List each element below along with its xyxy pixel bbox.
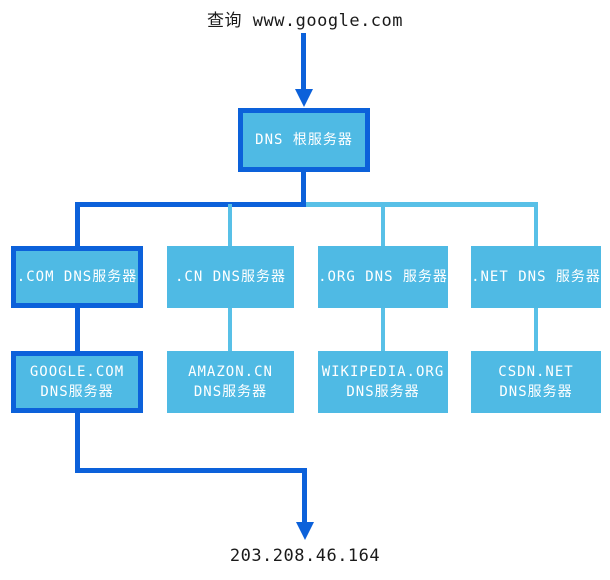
edge-com-to-googlecom xyxy=(75,308,80,351)
edge-result-down xyxy=(302,468,307,523)
edge-net-to-csdnnet xyxy=(534,308,538,351)
node-label-line1: AMAZON.CN xyxy=(188,364,273,380)
node-cn-dns-server: .CN DNS服务器 xyxy=(167,246,294,308)
node-dns-root-server: DNS 根服务器 xyxy=(238,108,370,172)
node-amazoncn-dns-server: AMAZON.CN DNS服务器 xyxy=(167,351,294,413)
node-label-line2: DNS服务器 xyxy=(499,384,573,400)
node-googlecom-dns-server: GOOGLE.COM DNS服务器 xyxy=(11,351,143,413)
arrowhead-down-to-root-icon xyxy=(295,89,313,107)
edge-googlecom-down xyxy=(75,413,80,473)
edge-result-horizontal xyxy=(75,468,307,473)
node-label: .CN DNS服务器 xyxy=(174,269,286,285)
edge-query-to-root xyxy=(301,33,306,90)
node-label-line1: WIKIPEDIA.ORG xyxy=(321,364,445,380)
edge-bus-to-com xyxy=(75,202,80,246)
query-label: 查询 www.google.com xyxy=(206,11,404,31)
node-label-line2: DNS服务器 xyxy=(346,384,420,400)
edge-root-stem xyxy=(301,172,306,207)
node-label: .COM DNS服务器 xyxy=(16,269,138,285)
edge-bus-to-org xyxy=(381,204,385,246)
node-label-line1: GOOGLE.COM xyxy=(29,364,125,380)
node-csdnnet-dns-server: CSDN.NET DNS服务器 xyxy=(471,351,601,413)
node-label: DNS 根服务器 xyxy=(255,132,353,148)
edge-branch-bus-right xyxy=(306,202,538,207)
arrowhead-down-to-ip-icon xyxy=(296,522,314,540)
node-com-dns-server: .COM DNS服务器 xyxy=(11,246,143,308)
node-org-dns-server: .ORG DNS 服务器 xyxy=(318,246,448,308)
edge-bus-to-cn xyxy=(228,204,232,246)
node-wikipediaorg-dns-server: WIKIPEDIA.ORG DNS服务器 xyxy=(318,351,448,413)
node-label: .ORG DNS 服务器 xyxy=(318,269,448,285)
node-label-line2: DNS服务器 xyxy=(193,384,268,400)
edge-cn-to-amazoncn xyxy=(228,308,232,351)
edge-bus-to-net xyxy=(534,204,538,246)
node-label-line2: DNS服务器 xyxy=(40,384,114,400)
resolved-ip-label: 203.208.46.164 xyxy=(229,546,381,566)
node-label: .NET DNS 服务器 xyxy=(471,269,601,285)
node-label-line1: CSDN.NET xyxy=(498,364,574,380)
node-net-dns-server: .NET DNS 服务器 xyxy=(471,246,601,308)
edge-org-to-wikipediaorg xyxy=(381,308,385,351)
edge-branch-bus-left xyxy=(75,202,306,207)
